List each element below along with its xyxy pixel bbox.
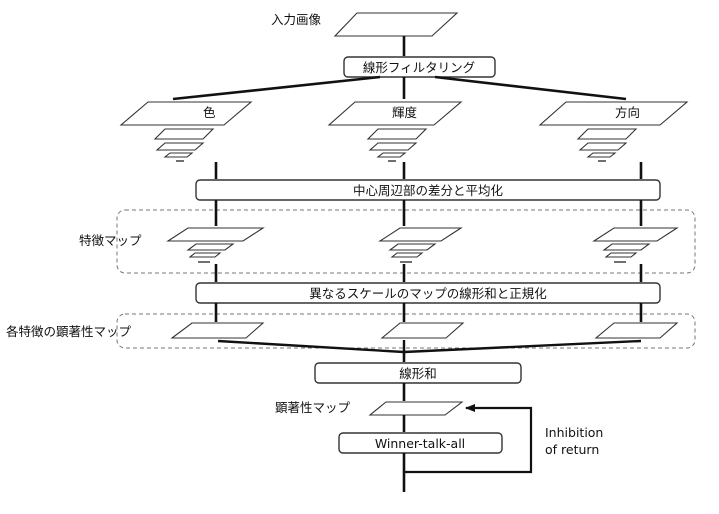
conspicuity-map-intensity <box>380 322 465 339</box>
channel-label-intensity: 輝度 <box>392 105 418 120</box>
inhibition-of-return-arrow <box>404 404 533 474</box>
saliency-map-label: 顕著性マップ <box>275 400 351 415</box>
normalization-box <box>195 282 661 304</box>
conspicuity-map-color <box>170 322 265 339</box>
conspicuity-maps-label: 各特徴の顕著性マップ <box>6 324 132 339</box>
conspicuity-maps-group <box>116 313 696 349</box>
channel-pyramid-orientation <box>538 101 689 162</box>
ior-label-line1: Inhibition <box>545 425 603 440</box>
feature-map-stack-intensity <box>378 227 463 263</box>
channel-pyramid-color <box>119 101 253 162</box>
linear-filtering-box <box>343 56 496 78</box>
normalization-label: 異なるスケールのマップの線形和と正規化 <box>309 286 547 301</box>
wta-label: Winner-talk-all <box>375 436 465 451</box>
feature-map-stack-orientation <box>592 227 679 263</box>
linear-sum-box <box>314 362 522 384</box>
center-surround-label: 中心周辺部の差分と平均化 <box>353 183 504 198</box>
converge-line-left <box>217 339 405 354</box>
feature-maps-label: 特徴マップ <box>79 233 142 248</box>
converge-line-right <box>403 339 642 354</box>
channel-pyramid-intensity <box>327 101 463 162</box>
input-image-label: 入力画像 <box>271 12 322 27</box>
branch-line-color <box>172 75 381 101</box>
channel-label-color: 色 <box>203 105 216 120</box>
branch-line-orientation <box>434 75 627 101</box>
conspicuity-map-orientation <box>594 322 679 339</box>
wta-box <box>338 432 503 454</box>
input-image-plane <box>333 12 459 37</box>
feature-maps-group <box>116 209 696 274</box>
saliency-map-plane <box>368 401 464 416</box>
ior-label-line2: of return <box>545 442 599 457</box>
channel-label-orientation: 方向 <box>615 105 640 120</box>
linear-sum-label: 線形和 <box>399 366 437 381</box>
center-surround-box <box>195 179 661 201</box>
feature-map-stack-color <box>166 227 265 263</box>
linear-filtering-label: 線形フィルタリング <box>363 60 475 75</box>
